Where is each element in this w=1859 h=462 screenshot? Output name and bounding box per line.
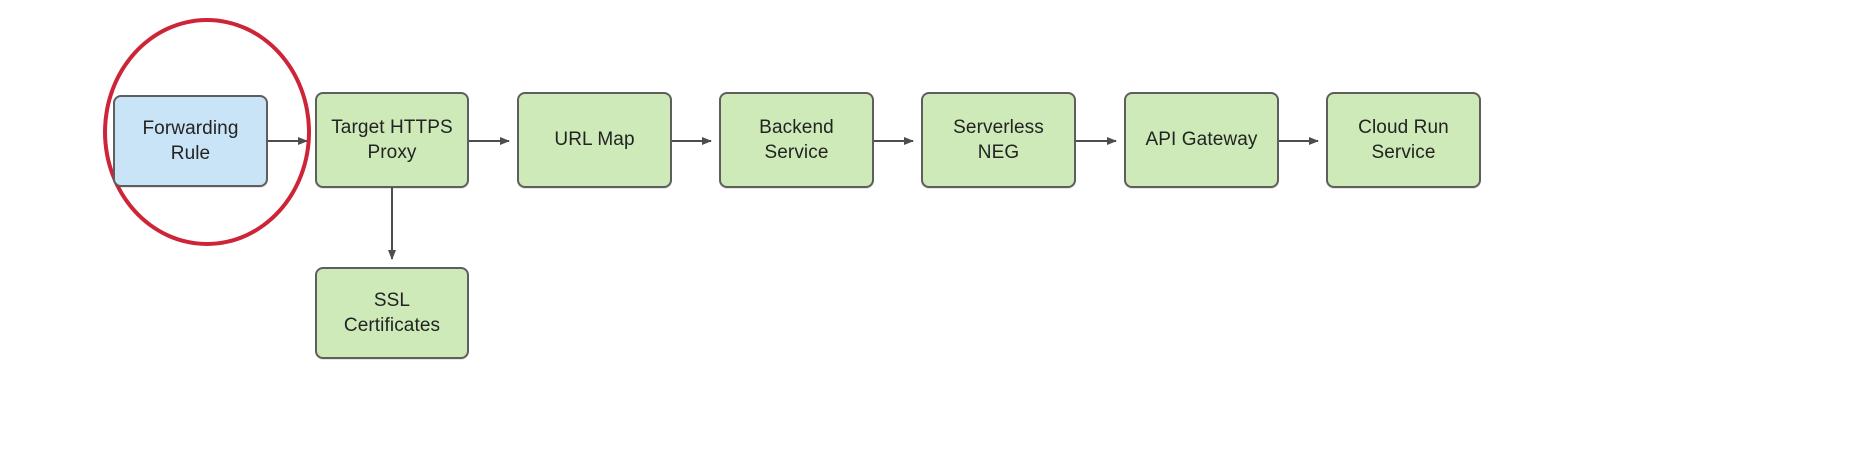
node-serverless-neg[interactable]: Serverless NEG [921,92,1076,188]
node-forwarding-rule-label: Forwarding Rule [142,117,239,164]
node-backend-service[interactable]: Backend Service [719,92,874,188]
node-cloud-run-service[interactable]: Cloud Run Service [1326,92,1481,188]
node-forwarding-rule[interactable]: Forwarding Rule [113,95,268,187]
node-target-https-proxy[interactable]: Target HTTPS Proxy [315,92,469,188]
node-url-map[interactable]: URL Map [517,92,672,188]
node-serverless-neg-label: Serverless NEG [953,116,1044,163]
node-target-https-proxy-label: Target HTTPS Proxy [331,116,453,163]
node-ssl-certificates-label: SSL Certificates [343,289,441,336]
node-ssl-certificates[interactable]: SSL Certificates [315,267,469,359]
node-cloud-run-service-label: Cloud Run Service [1358,116,1449,163]
node-url-map-label: URL Map [554,129,635,151]
node-backend-service-label: Backend Service [759,116,834,163]
node-api-gateway[interactable]: API Gateway [1124,92,1279,188]
node-api-gateway-label: API Gateway [1145,129,1258,151]
